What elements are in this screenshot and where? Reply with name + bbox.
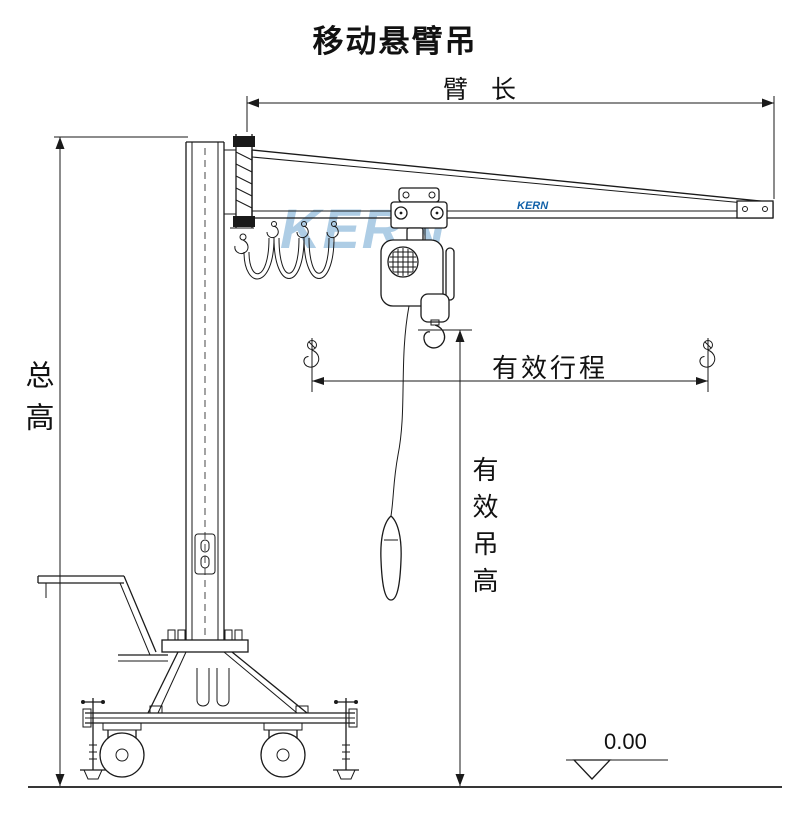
label-total-height: 总高 — [21, 360, 53, 444]
dim-total-height — [54, 136, 188, 786]
crane-column — [161, 141, 249, 653]
dim-effective-lift-height — [418, 329, 472, 786]
dim-effective-travel — [303, 338, 716, 392]
label-effective-travel: 有效行程 — [492, 353, 609, 383]
beam-brand-label: KERN — [517, 200, 549, 212]
drawing-title: 移动悬臂吊 — [312, 24, 478, 59]
ground-level-triangle-icon — [566, 759, 668, 780]
lifting-hook-icon — [303, 340, 320, 368]
label-ground-level: 0.00 — [604, 729, 647, 754]
trolley-hoist — [380, 187, 455, 601]
label-effective-lift-height: 有效吊高 — [469, 456, 499, 604]
pivot-bracket — [230, 134, 255, 254]
dim-arm-length — [246, 96, 775, 199]
jib-beam — [251, 149, 774, 219]
festoon-cable — [243, 221, 339, 280]
mobile-base — [37, 575, 359, 780]
label-arm-length: 臂 长 — [443, 76, 524, 104]
lifting-hook-icon — [699, 340, 716, 368]
